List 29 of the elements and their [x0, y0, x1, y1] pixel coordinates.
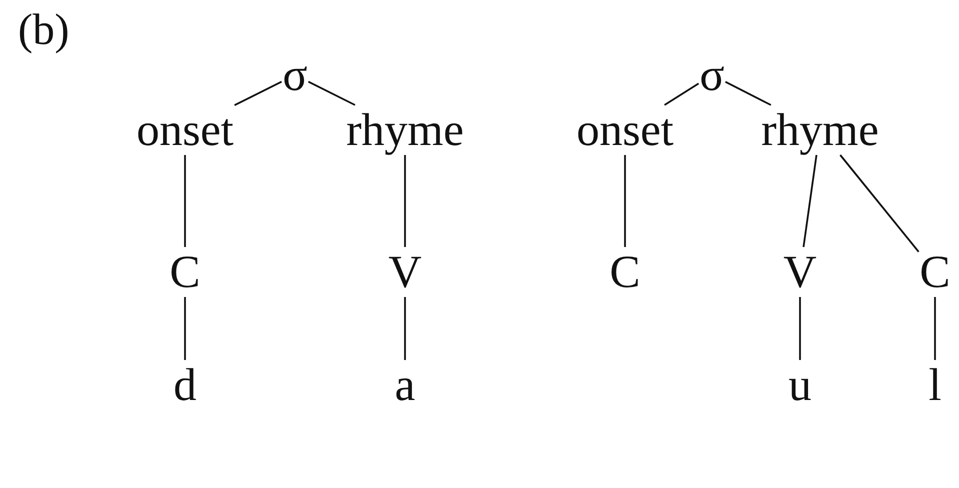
tree-node-label: rhyme [760, 105, 880, 155]
tree-branch-line [725, 81, 772, 106]
tree-node-label: V [387, 247, 423, 297]
tree-node-label: σ [698, 50, 726, 100]
tree-node-label: onset [135, 105, 235, 155]
tree-branch-line [404, 297, 406, 360]
tree-node-label: C [918, 247, 952, 297]
tree-node-label: l [928, 360, 942, 410]
tree-branch-line [799, 297, 801, 360]
tree-branch-line [802, 154, 818, 248]
panel-label: (b) [18, 8, 70, 52]
tree-node-label: u [788, 360, 812, 410]
tree-branch-line [404, 155, 406, 247]
tree-node-label: C [608, 247, 642, 297]
tree-branch-line [934, 297, 936, 360]
tree-branch-line [624, 155, 626, 247]
tree-node-label: rhyme [345, 105, 465, 155]
tree-node-label: V [782, 247, 818, 297]
tree-branch-line [308, 80, 356, 106]
tree-node-label: σ [282, 50, 308, 100]
tree-node-label: d [172, 360, 198, 410]
tree-branch-line [184, 155, 186, 247]
tree-branch-line [184, 297, 186, 360]
tree-branch-line [840, 154, 920, 252]
tree-branch-line [664, 82, 700, 106]
tree-node-label: onset [575, 105, 675, 155]
tree-branch-line [234, 80, 282, 106]
tree-node-label: a [394, 360, 416, 410]
tree-node-label: C [168, 247, 202, 297]
